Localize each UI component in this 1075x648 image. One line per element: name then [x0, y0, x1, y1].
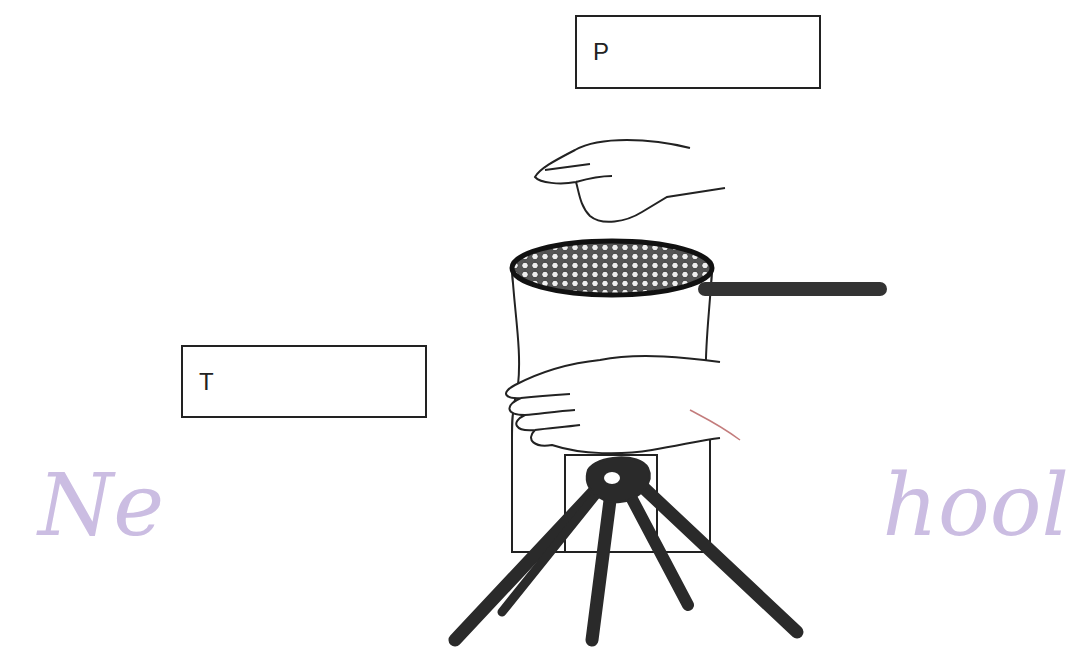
pot-top	[512, 241, 712, 295]
box-letter: T	[183, 368, 230, 396]
firewood	[455, 457, 797, 640]
answer-box: T	[181, 345, 427, 418]
smudge	[690, 410, 740, 440]
hand-on-pot	[506, 356, 720, 453]
hand-above-pot	[535, 140, 725, 222]
watermark-text: hool	[883, 462, 1069, 548]
box-letter: P	[577, 38, 625, 66]
answer-box: P	[575, 15, 821, 89]
watermark-text: Ne	[38, 462, 164, 548]
pot-handle	[705, 282, 880, 296]
